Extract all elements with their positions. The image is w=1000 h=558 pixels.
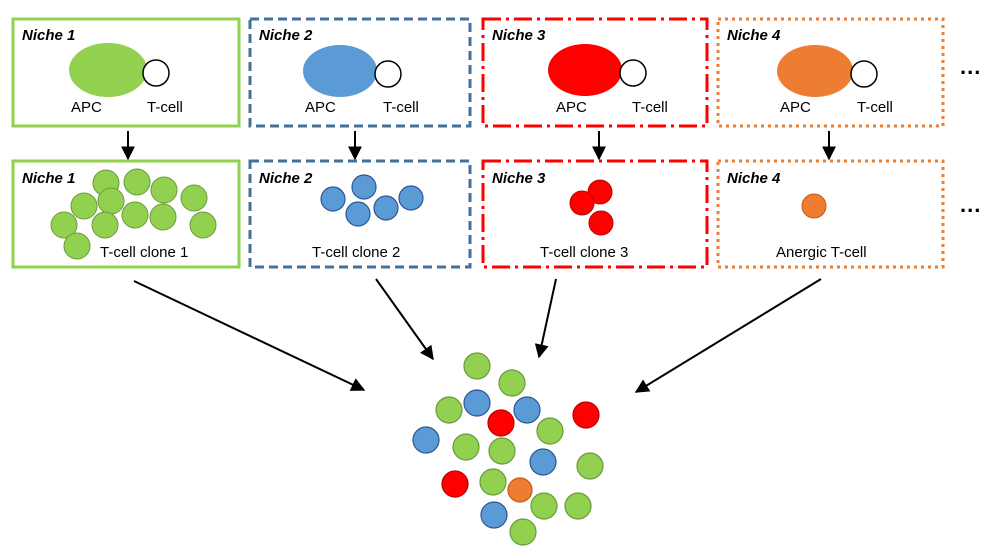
t-cell-label: T-cell [147, 99, 183, 116]
t-cell [529, 448, 557, 476]
niche-4-bottom-border [716, 159, 945, 269]
niche-3-bottom-border [481, 159, 709, 269]
t-cell [564, 492, 592, 520]
t-cell [412, 426, 440, 454]
t-cell-label: T-cell [857, 99, 893, 116]
t-cell-clone [180, 184, 208, 212]
t-cell-clone [373, 195, 399, 221]
anergic-label: Anergic T-cell [776, 244, 867, 261]
ellipsis-top: ... [960, 54, 981, 79]
niche-2-bottom-border [248, 159, 472, 269]
niche-1-top-title: Niche 1 [22, 27, 75, 44]
niche-1-top-border [11, 17, 241, 128]
clone-1-label: T-cell clone 1 [100, 244, 188, 261]
t-cell-clone [149, 203, 177, 231]
t-cell-clone [351, 174, 377, 200]
t-cell [488, 437, 516, 465]
t-cell-clone [50, 211, 78, 239]
apc-cell [303, 45, 377, 97]
t-cell-clone [588, 210, 614, 236]
niche-3-bottom-box: Niche 3 T-cell clone 3 [481, 159, 709, 269]
t-cell [513, 396, 541, 424]
t-cell-label: T-cell [383, 99, 419, 116]
t-cell [572, 401, 600, 429]
niche-4-top-box: Niche 4 APC T-cell [716, 17, 945, 128]
clone-2-label: T-cell clone 2 [312, 244, 400, 261]
t-cell [536, 417, 564, 445]
anergic-t-cell [801, 193, 827, 219]
t-cell-clone [91, 211, 119, 239]
niche-2-top-title: Niche 2 [259, 27, 313, 44]
mixed-t-cell-population [412, 352, 604, 546]
merge-arrow [534, 278, 557, 359]
clone-3-cells [569, 179, 614, 236]
niche-4-bottom-box: Niche 4 Anergic T-cell [716, 159, 945, 269]
t-cell-clone [320, 186, 346, 212]
niche-2-top-border [248, 17, 472, 128]
clone-1-cells [50, 168, 217, 260]
t-cell-clone [150, 176, 178, 204]
t-cell [530, 492, 558, 520]
niche-4-bottom-title: Niche 4 [727, 170, 781, 187]
t-cell [435, 396, 463, 424]
t-cell [463, 352, 491, 380]
converging-arrows [133, 278, 822, 393]
clone-3-label: T-cell clone 3 [540, 244, 628, 261]
apc-cell [777, 45, 853, 97]
t-cell [576, 452, 604, 480]
merge-arrow [375, 278, 434, 361]
t-cell [498, 369, 526, 397]
t-cell-clone [569, 190, 595, 216]
anergic-t-cell [507, 477, 533, 503]
apc-label: APC [780, 99, 811, 116]
niche-3-bottom-title: Niche 3 [492, 170, 546, 187]
t-cell-clone [63, 232, 91, 260]
niche-2-bottom-box: Niche 2 T-cell clone 2 [248, 159, 472, 269]
niche-2-bottom-title: Niche 2 [259, 170, 313, 187]
t-cell [479, 468, 507, 496]
t-cell-label: T-cell [632, 99, 668, 116]
t-cell-clone [345, 201, 371, 227]
t-cell [374, 60, 402, 88]
t-cell-clone [123, 168, 151, 196]
niche-2-top-box: Niche 2 APC T-cell [248, 17, 472, 128]
apc-cell [548, 44, 622, 96]
t-cell-clone [121, 201, 149, 229]
t-cell [487, 409, 515, 437]
clone-2-cells [320, 174, 424, 227]
niche-1-top-box: Niche 1 APC T-cell [11, 17, 241, 128]
t-cell [463, 389, 491, 417]
apc-label: APC [71, 99, 102, 116]
merge-arrow [133, 280, 366, 391]
niche-1-bottom-border [11, 159, 241, 269]
merge-arrow [634, 278, 822, 393]
t-cell [441, 470, 469, 498]
ellipsis-bottom: ... [960, 192, 981, 217]
t-cell-clone [189, 211, 217, 239]
niche-4-top-border [716, 17, 945, 128]
niche-3-top-border [481, 17, 709, 128]
down-arrows [121, 131, 836, 161]
t-cell [509, 518, 537, 546]
apc-label: APC [556, 99, 587, 116]
t-cell-clone [97, 187, 125, 215]
t-cell [142, 59, 170, 87]
t-cell [452, 433, 480, 461]
t-cell [480, 501, 508, 529]
t-cell-clone [587, 179, 613, 205]
apc-label: APC [305, 99, 336, 116]
niche-4-top-title: Niche 4 [727, 27, 781, 44]
niche-3-top-title: Niche 3 [492, 27, 546, 44]
apc-cell [69, 43, 147, 97]
t-cell [850, 60, 878, 88]
t-cell-clone [398, 185, 424, 211]
niche-1-bottom-box: Niche 1 T-cell clone 1 [11, 159, 241, 269]
niche-3-top-box: Niche 3 APC T-cell [481, 17, 709, 128]
t-cell [619, 59, 647, 87]
niche-1-bottom-title: Niche 1 [22, 170, 75, 187]
t-cell-clone [70, 192, 98, 220]
